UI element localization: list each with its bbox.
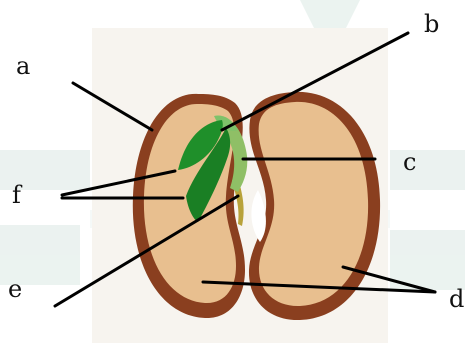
label-e: e	[8, 275, 22, 303]
label-a: a	[16, 52, 30, 80]
label-c: c	[403, 148, 416, 176]
label-b: b	[424, 10, 439, 38]
label-d: d	[449, 285, 464, 313]
